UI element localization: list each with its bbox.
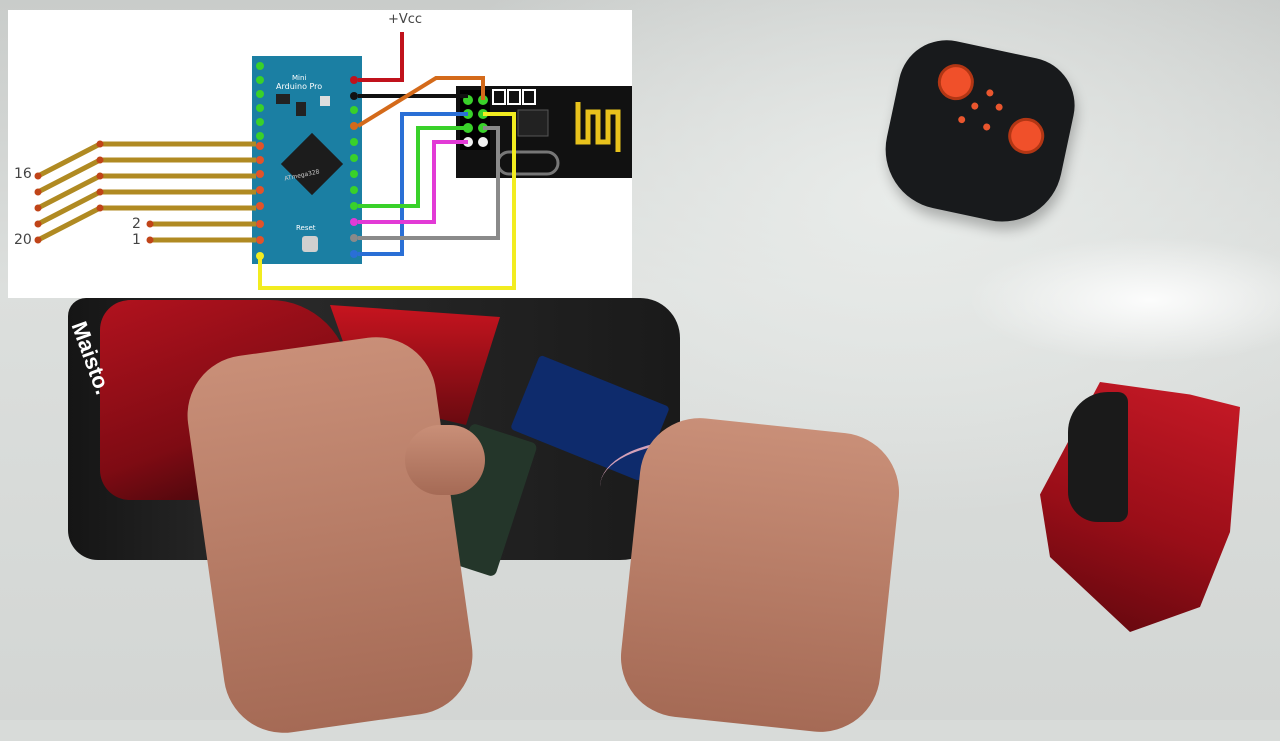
bus-wire-ends (34, 140, 154, 244)
right-pin-column (350, 76, 358, 258)
gray-wire (358, 126, 500, 240)
pin-label-16: 16 (14, 166, 32, 182)
reset-button (302, 236, 318, 252)
smd-component (296, 102, 306, 116)
vcc-wire (358, 32, 404, 82)
yellow-wire (258, 112, 516, 290)
smd-component (276, 94, 290, 104)
atmega-chip (280, 132, 344, 196)
button-dot (957, 115, 966, 124)
wiring-diagram-svg (34, 32, 632, 290)
green-wire (358, 126, 468, 208)
nrf-chip (517, 109, 549, 137)
vcc-label: +Vcc (388, 12, 423, 27)
smd-pad (507, 89, 521, 105)
orange-wire (356, 76, 485, 128)
nrf-pin (478, 137, 488, 147)
smd-component (320, 96, 330, 106)
button-dot (985, 88, 995, 98)
left-stick (934, 60, 978, 104)
reset-label: Reset (296, 224, 316, 232)
board-name: Arduino Pro (276, 82, 323, 91)
blue-wire (358, 112, 468, 256)
smd-pad (492, 89, 506, 105)
pin-label-1: 1 (132, 232, 141, 248)
right-hand (615, 412, 905, 738)
antenna-trace (575, 102, 621, 152)
pin-label-20: 20 (14, 232, 32, 248)
right-stick (1004, 114, 1048, 158)
magenta-wire (358, 140, 468, 224)
board-name-top: Mini (292, 74, 307, 82)
wiring-diagram: +Vcc 16 20 2 1 Mini Arduino Pro ATmega32… (8, 10, 632, 298)
left-pin-column (256, 62, 264, 260)
smd-pad (522, 89, 536, 105)
pin-label-2: 2 (132, 216, 141, 232)
button-dot (994, 102, 1004, 112)
left-finger (405, 425, 485, 495)
button-dot (982, 122, 991, 132)
button-dot (970, 101, 979, 111)
car-shell-window (1068, 392, 1128, 522)
left-hand (179, 329, 481, 741)
